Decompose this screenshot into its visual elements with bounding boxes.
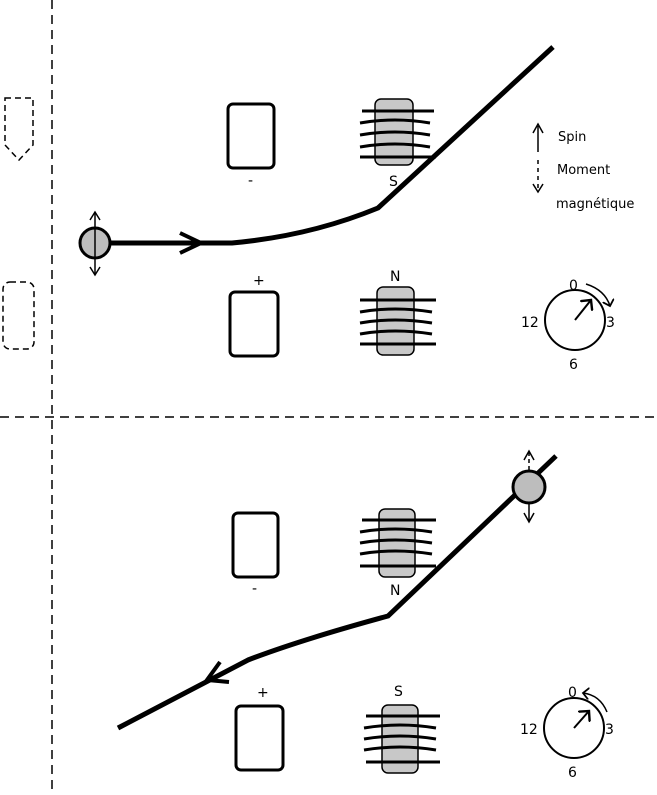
- plate-lower: [228, 290, 280, 358]
- coil-winding: [359, 109, 436, 159]
- plate-upper: [226, 102, 276, 170]
- plate-upper: [231, 511, 280, 579]
- magnet-core: [381, 704, 419, 774]
- clock-label-right: 3: [606, 315, 615, 331]
- coil-winding: [359, 518, 436, 568]
- plate-upper-sign: -: [248, 173, 253, 189]
- clock-hand: [573, 711, 589, 729]
- trajectory-bottom: [116, 454, 558, 731]
- electromagnet-upper: [359, 98, 436, 166]
- magnet-upper-pole-label: N: [390, 583, 400, 599]
- clock-label-top: 0: [569, 278, 578, 294]
- legend-moment-label: Moment: [557, 163, 610, 178]
- magnet-lower-pole-label: S: [394, 684, 403, 700]
- particle-bottom: [511, 469, 547, 505]
- spin-arrow-icon: [523, 449, 535, 524]
- coil-winding: [359, 298, 436, 346]
- clock-label-top: 0: [568, 685, 577, 701]
- trajectory-arrowhead: [203, 660, 230, 684]
- clock-label-bottom: 6: [569, 357, 578, 373]
- bottom-panel: - + N S 0 3: [116, 449, 614, 781]
- electromagnet-upper: [359, 508, 436, 578]
- clock-hand: [574, 300, 591, 321]
- electromagnet-lower: [359, 286, 436, 356]
- ghost-shape-lower: [2, 281, 35, 350]
- legend: Spin Moment magnétique: [532, 122, 634, 212]
- trajectory-top: [95, 45, 555, 246]
- clock-label-right: 3: [605, 722, 614, 738]
- top-panel: - + S N Spin M: [78, 45, 634, 373]
- magnet-upper-pole-label: S: [389, 174, 398, 190]
- rotation-arrow-icon: [585, 283, 610, 306]
- rotation-arrow-icon: [583, 693, 608, 713]
- spin-arrowhead-icon: [532, 122, 544, 134]
- moment-arrowhead-icon: [532, 183, 544, 194]
- trajectory-arrowhead: [179, 231, 206, 255]
- plate-upper-sign: -: [252, 581, 257, 597]
- electromagnet-lower: [363, 704, 440, 774]
- clock-label-left: 12: [521, 315, 539, 331]
- spin-arrow-icon: [89, 210, 101, 277]
- magnet-core: [378, 508, 416, 578]
- magnet-lower-pole-label: N: [390, 269, 400, 285]
- legend-magnetique-label: magnétique: [556, 197, 634, 212]
- plate-lower-sign: +: [253, 273, 265, 289]
- clock-label-left: 12: [520, 722, 538, 738]
- clock-top: 0 3 6 12: [521, 278, 615, 373]
- coil-winding: [363, 714, 440, 764]
- clock-bottom: 0 3 6 12: [520, 685, 614, 781]
- ghost-shape-upper: [4, 97, 34, 162]
- plate-lower-sign: +: [257, 685, 269, 701]
- clock-label-bottom: 6: [568, 765, 577, 781]
- plate-lower: [234, 704, 285, 772]
- legend-spin-label: Spin: [558, 130, 586, 145]
